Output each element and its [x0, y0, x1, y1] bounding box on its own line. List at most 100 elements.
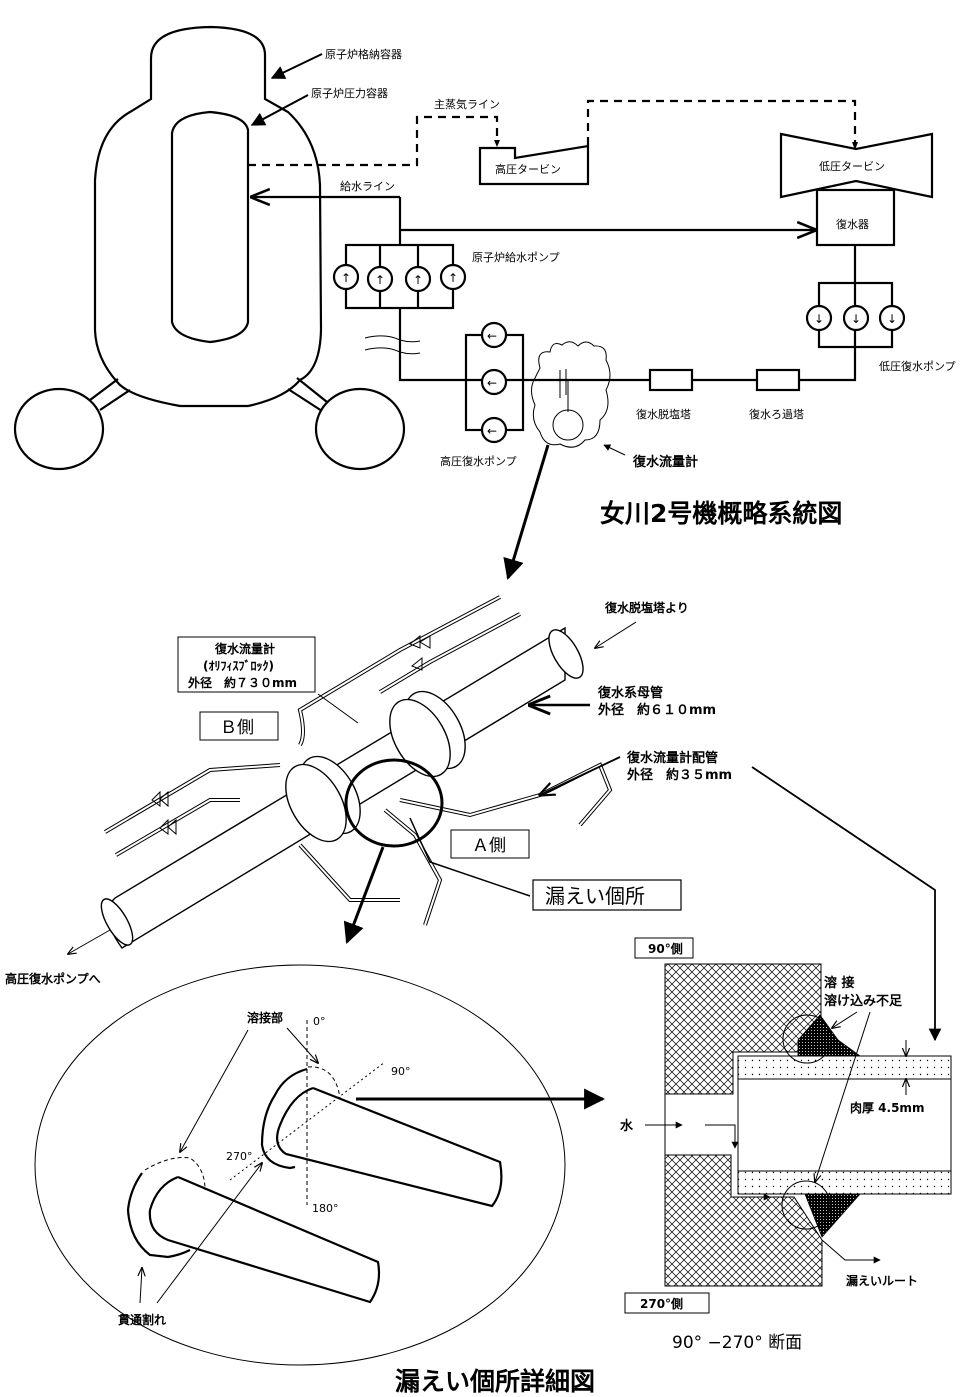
lower-instrument-pipe [148, 1175, 381, 1304]
side-a-box [450, 829, 530, 859]
arrow-down-icon: ↓ [851, 312, 861, 326]
valve-icon [411, 656, 423, 671]
lp-condensate-pump: ↓ [805, 304, 833, 332]
containment-vessel-shape [93, 25, 323, 408]
weld-bead-upper [797, 1014, 862, 1057]
hp-condensate-pump-label: 高圧復水ポンプ [440, 454, 517, 468]
condensate-demineralizer-shape [648, 368, 694, 392]
lp-turbine-shape [779, 132, 934, 199]
side-90-box [634, 937, 694, 959]
section-caption: 90° −270° 断面 [672, 1333, 802, 1353]
piping-isometric: 復水脱塩塔より 復水流量計 (ｵﾘﾌｨｽﾌﾞﾛｯｸ) 外径 約７３０mm Ｂ側 … [5, 595, 942, 1042]
hp-turbine-shape [478, 144, 590, 186]
condensate-flowmeter-label: 復水流量計 [632, 454, 698, 470]
condensate-demineralizer-label: 復水脱塩塔 [636, 407, 691, 421]
weld-part-arrow-upper [286, 1027, 318, 1063]
side-b-box [199, 711, 279, 741]
angle-90-label: 90° [391, 1065, 411, 1078]
flowmeter-callout-leader [317, 693, 359, 724]
weld-part-arrow-lower [180, 1029, 249, 1152]
flowmeter-callout-box [177, 636, 316, 693]
valve-icon [409, 634, 431, 649]
arrow-down-icon: ↓ [814, 312, 824, 326]
feedwater-pump-header [344, 243, 455, 310]
side-270-box [624, 1292, 710, 1314]
through-crack-arrow-lower [140, 1268, 142, 1304]
arrow-up-icon: ↑ [341, 271, 351, 285]
leak-location-box [532, 879, 682, 911]
pressure-vessel-label-arrow [250, 94, 309, 126]
leak-location-label: 漏えい個所 [545, 884, 645, 908]
from-demineralizer-arrow [595, 621, 637, 648]
leak-location-leader [409, 817, 531, 897]
condensate-filter-shape [755, 368, 801, 392]
main-steam-line-label: 主蒸気ライン [434, 97, 500, 111]
wall-thickness-label: 肉厚 4.5mm [850, 1100, 924, 1115]
hp-turbine-inlet-arrow [494, 140, 500, 147]
containment-vessel-label: 原子炉格納容器 [325, 47, 402, 61]
main-steam-line [248, 115, 499, 167]
leak-to-detail-arrow [343, 846, 385, 944]
pipe-wall-lower [737, 1170, 952, 1195]
suppression-pool-left [13, 387, 105, 471]
arrow-left-icon: ← [487, 424, 497, 438]
through-crack-label: 貫通割れ [118, 1312, 166, 1327]
section-view: 90°側 溶 接 溶け込み不足 肉厚 4.5mm 水 漏えいルート [620, 937, 952, 1353]
to-hp-pump-label: 高圧復水ポンプへ [5, 971, 101, 986]
defect-circle-lower [781, 1180, 831, 1230]
containment-label-arrow [270, 53, 323, 79]
upper-weld-bead [260, 1067, 308, 1170]
side-b-label: Ｂ側 [220, 718, 254, 738]
flowmeter-highlight-cloud [531, 341, 611, 448]
instrument-pipe-to-section-arrow [751, 766, 942, 1042]
pipe-end [548, 629, 584, 679]
weld-label: 溶 接 [824, 975, 855, 991]
feedwater-pump: ↑ [332, 263, 360, 291]
flowmeter-symbol [552, 409, 584, 441]
leak-route-label: 漏えいルート [846, 1273, 918, 1288]
side-270-label: 270°側 [640, 1296, 683, 1311]
arrow-left-icon: ← [487, 329, 497, 343]
main-pipe-label-line2: 外径 約６１０mm [597, 702, 716, 718]
pipe-end [100, 898, 134, 946]
upper-weld-hidden-edge [307, 1066, 341, 1099]
incomplete-fusion-label: 溶け込み不足 [824, 993, 903, 1009]
instrument-pipe-label-arrow [540, 756, 621, 795]
instrument-pipe-label-line2: 外径 約３５mm [626, 767, 732, 783]
from-demineralizer-label: 復水脱塩塔より [604, 600, 689, 615]
flowmeter-callout-line3: 外径 約７３０mm [188, 675, 297, 690]
main-steam-line-to-lp [586, 99, 857, 145]
hp-turbine-label: 高圧タービン [495, 162, 561, 176]
water-flow-turn-arrow [705, 1124, 739, 1149]
feedwater-pump: ↑ [366, 265, 394, 293]
flowmeter-callout-line2: (ｵﾘﾌｨｽﾌﾞﾛｯｸ) [203, 658, 274, 673]
valve-icon [159, 818, 177, 836]
through-crack-arrow-upper [156, 1163, 262, 1304]
main-pipe-label-line1: 復水系母管 [597, 685, 663, 701]
lower-weld-hidden-edge [144, 1157, 206, 1191]
feed-suction-line [398, 245, 857, 382]
incomplete-fusion-arrow-upper [832, 1011, 858, 1028]
hp-condensate-pump: ← [480, 321, 508, 349]
arrow-left-icon: ← [487, 376, 497, 390]
angle-0-label: 0° [313, 1015, 326, 1028]
flowmeter-callout-line1: 復水流量計 [214, 641, 275, 656]
arrow-up-icon: ↑ [413, 273, 423, 287]
detail-view-title: 漏えい個所詳細図 [395, 1367, 595, 1396]
weld-part-label: 溶接部 [247, 1010, 283, 1025]
arrow-up-icon: ↑ [448, 271, 458, 285]
angle-180-label: 180° [312, 1202, 339, 1215]
feedwater-line-label: 給水ライン [340, 179, 395, 193]
condenser-label: 復水器 [836, 218, 869, 231]
feedwater-pump: ↑ [404, 265, 432, 293]
to-hp-pump-arrow [68, 929, 111, 954]
hp-condensate-pump: ← [480, 416, 508, 444]
containment-leg-left [89, 378, 131, 411]
feedwater-pump: ↑ [439, 263, 467, 291]
pipe-wall-upper [737, 1055, 952, 1080]
condensate-filter-label: 復水ろ過塔 [749, 408, 804, 421]
leak-detail-view: 0° 90° 180° 270° 溶接部 貫通割れ 漏えい個所詳細図 [34, 964, 606, 1396]
valve-icon [151, 790, 169, 808]
side-a-label: Ａ側 [472, 836, 506, 856]
lp-turbine-label: 低圧タービン [819, 160, 885, 173]
